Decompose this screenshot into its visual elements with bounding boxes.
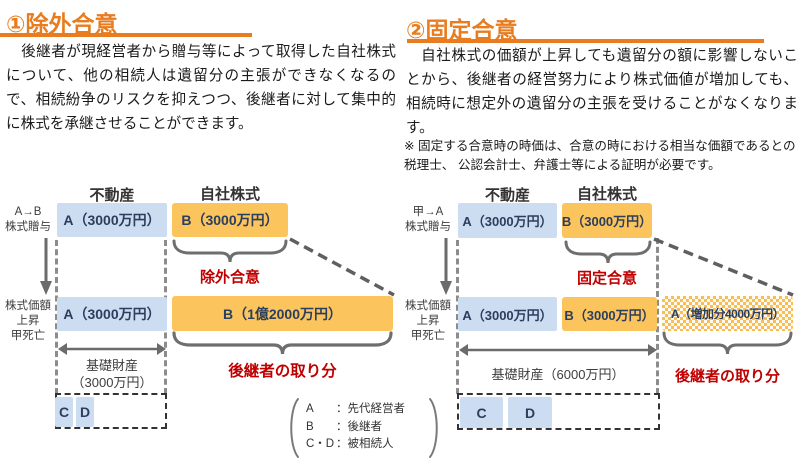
legend-rows: A ：先代経営者 B ：後継者 C・D ：被相続人	[306, 401, 405, 454]
legend-row-a: A ：先代経営者	[306, 401, 405, 419]
legend-label-a: ：先代経営者	[336, 403, 405, 415]
right-successor-share-brace	[662, 331, 793, 355]
right-row1-stock-box: B（3000万円）	[562, 203, 652, 238]
right-stage1-label: 甲→A 株式贈与	[405, 206, 451, 233]
left-agreement-label: 除外合意	[199, 269, 260, 286]
legend-left-paren	[290, 398, 299, 458]
right-stage2-label: 株式価額 上昇 甲死亡	[405, 300, 451, 342]
right-heir-d-box: D	[508, 397, 552, 428]
right-row2-real-estate-box: A（3000万円）	[458, 297, 557, 331]
right-down-arrow-icon	[440, 238, 452, 295]
left-col-header-real-estate: 不動産	[89, 187, 135, 204]
right-row2-increase-box: A（増加分4000万円）	[662, 296, 793, 331]
legend-key-a: A	[306, 403, 314, 415]
right-col-header-company-stock: 自社株式	[576, 186, 637, 203]
left-stage2-label: 株式価額 上昇 甲死亡	[5, 300, 51, 342]
right-base-property-arrow	[459, 344, 657, 356]
right-row2-stock-box: B（3000万円）	[562, 297, 657, 331]
legend-label-cd: ：被相続人	[336, 438, 394, 450]
right-title-underline	[407, 39, 764, 43]
right-panel-description: 自社株式の価額が上昇しても遺留分の額に影響しないことから、後継者の経営努力により…	[406, 48, 798, 136]
left-agreement-brace	[172, 239, 288, 263]
left-successor-share-brace	[172, 331, 393, 355]
left-dashed-guide-left	[55, 240, 58, 394]
right-successor-share-label: 後継者の取り分	[674, 368, 780, 385]
legend-label-b: ：後継者	[336, 420, 382, 433]
legend-right-paren	[429, 398, 438, 458]
right-agreement-brace	[564, 240, 652, 264]
right-dashed-guide-right	[656, 238, 659, 394]
right-heir-c-box: C	[460, 397, 503, 428]
left-panel-description: 後継者が現経営者から贈与等によって取得した自社株式について、他の相続人は遺留分の…	[6, 44, 396, 132]
legend-row-b: B ：後継者	[306, 419, 405, 437]
left-panel-title: ①除外合意	[6, 11, 118, 37]
right-dashed-guide-left	[456, 240, 459, 394]
legend-key-cd: C・D	[306, 438, 335, 450]
legend: A ：先代経営者 B ：後継者 C・D ：被相続人	[286, 396, 442, 460]
left-stage1-label: A→B 株式贈与	[5, 206, 51, 233]
left-row2-real-estate-box: A（3000万円）	[57, 297, 167, 331]
right-row1-real-estate-box: A（3000万円）	[458, 203, 557, 238]
legend-key-b: B	[306, 420, 314, 433]
left-title-underline	[0, 33, 252, 37]
left-heir-c-box: C	[55, 397, 73, 427]
left-col-header-company-stock: 自社株式	[199, 186, 260, 203]
left-row1-stock-box: B（3000万円）	[172, 203, 288, 237]
left-row2-stock-box: B（1億2000万円）	[172, 296, 393, 331]
right-heirs-dashed-rect	[457, 393, 660, 430]
right-panel-title: ②固定合意	[406, 17, 518, 43]
left-growth-diagonal-dashed-line	[289, 237, 395, 297]
right-base-property-label: 基礎財産（6000万円）	[491, 367, 625, 382]
left-down-arrow-icon	[40, 238, 52, 295]
left-heir-d-box: D	[76, 397, 94, 427]
left-row1-real-estate-box: A（3000万円）	[57, 203, 167, 237]
left-base-property-label: 基礎財産 （3000万円）	[71, 358, 153, 390]
right-panel-note: ※ 固定する合意時の時価は、合意の時における相当な価額であるとの税理士、 公認会…	[404, 139, 796, 172]
right-col-header-real-estate: 不動産	[484, 187, 530, 204]
right-growth-diagonal-dashed-line	[653, 237, 794, 297]
legend-row-cd: C・D ：被相続人	[306, 436, 405, 454]
left-base-property-arrow	[58, 343, 166, 355]
right-agreement-label: 固定合意	[576, 270, 637, 287]
left-successor-share-label: 後継者の取り分	[228, 363, 337, 380]
